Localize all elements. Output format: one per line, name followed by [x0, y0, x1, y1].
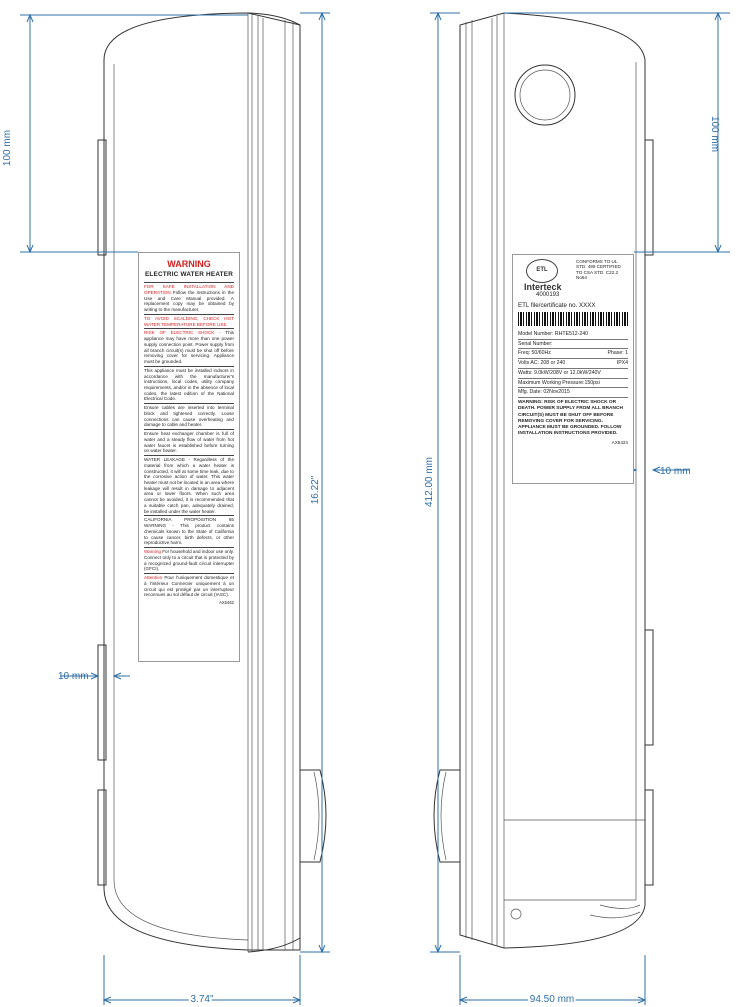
warning-paragraph: Ensure heat exchanger chamber is full of… — [144, 429, 234, 454]
rating-header: ETL Interteck 4000193 CONFORMS TO UL STD… — [518, 259, 628, 300]
barcode — [518, 311, 628, 326]
warning-label: WARNING ELECTRIC WATER HEATER FOR SAFE I… — [138, 252, 240, 662]
conforms-text: CONFORMS TO UL STD. 499 CERTIFIED TO CSA… — [576, 259, 621, 280]
warning-paragraph: FOR SAFE INSTALLATION AND OPERATION Foll… — [144, 282, 234, 313]
left-overall-height-label: 16.22" — [310, 475, 321, 504]
warning-paragraph: Ensure cables are inserted into terminal… — [144, 403, 234, 428]
etl-cert-mark-icon: ETL — [526, 259, 558, 283]
serial-text: Serial Number: — [518, 340, 553, 347]
rating-label: ETL Interteck 4000193 CONFORMS TO UL STD… — [512, 254, 634, 484]
watts-text: Watts: 9.0kW/208V or 12.0kW/240V — [518, 369, 601, 376]
ipx-text: IPX4 — [616, 360, 628, 367]
warning-paragraph: RISK OF ELECTRIC SHOCK - This appliance … — [144, 328, 234, 364]
right-width-label: 94.50 mm — [530, 994, 574, 1005]
serial-row: Serial Number: — [518, 340, 628, 350]
brand-name: Interteck — [524, 282, 562, 292]
warning-text: This appliance may have more than one po… — [144, 330, 234, 365]
warning-paragraph: CALIFORNIA PROPOSITION 65 WARNING - This… — [144, 515, 234, 546]
warning-paragraph: TO AVOID SCALDING, CHECK HOT WATER TEMPE… — [144, 313, 234, 327]
volts-text: Volts AC: 208 or 240 — [518, 360, 566, 367]
brand-number: 4000193 — [536, 292, 560, 298]
phase-text: Phase: 1 — [607, 350, 628, 357]
freq-row: Freq: 50/60Hz Phase: 1 — [518, 349, 628, 360]
right-top-height-label: 100 mm — [709, 116, 720, 152]
warning-text: Follow the instructions in the Use and C… — [144, 289, 234, 313]
warning-paragraph: WATER LEAKAGE - Regardless of the materi… — [144, 455, 234, 514]
watts-row: Watts: 9.0kW/208V or 12.0kW/240V — [518, 369, 628, 379]
warning-subtitle: ELECTRIC WATER HEATER — [144, 271, 234, 279]
rating-warning-text: WARNING: RISK OF ELECTRIC SHOCK OR DEATH… — [518, 400, 623, 437]
etl-file-text: ETL file/certificate no. XXXX — [518, 301, 596, 309]
pressure-text: Maximum Working Pressure:150psi — [518, 379, 600, 386]
mfg-row: Mfg. Date: 02Nov2015 — [518, 388, 628, 399]
freq-text: Freq: 50/60Hz — [518, 350, 551, 357]
left-width-label: 3.74" — [190, 994, 213, 1005]
warning-text: For household and indoor use only. Conne… — [144, 549, 234, 572]
warning-paragraph: Attention Pour l'uniquement domestique e… — [144, 573, 234, 598]
model-row: Model Number: RHTE512-240 — [518, 330, 628, 340]
warning-red-text: FOR SAFE INSTALLATION AND OPERATION — [144, 284, 234, 295]
right-overall-height-label: 412.00 mm — [424, 457, 435, 507]
mfg-text: Mfg. Date: 02Nov2015 — [518, 389, 570, 396]
warning-text: Pour l'uniquement domestique et à l'inté… — [144, 575, 234, 598]
warning-red-text: Attention — [144, 575, 163, 581]
right-unit-outline — [433, 12, 654, 949]
warning-red-text: RISK OF ELECTRIC SHOCK - — [144, 330, 221, 336]
pressure-row: Maximum Working Pressure:150psi — [518, 379, 628, 389]
left-side-offset-label: 10 mm — [58, 671, 89, 682]
warning-paragraph: Warning For household and indoor use onl… — [144, 547, 234, 572]
warning-paragraph: This appliance must be installed indoors… — [144, 365, 234, 402]
volts-row: Volts AC: 208 or 240 IPX4 — [518, 359, 628, 369]
warning-title: WARNING — [167, 259, 211, 269]
left-top-height-label: 100 mm — [2, 130, 13, 166]
left-dimensions: 100 mm 16.22" 10 mm 3.74" — [2, 11, 330, 1007]
warning-label-code: AX5462 — [219, 599, 234, 605]
model-text: Model Number: RHTE512-240 — [518, 330, 589, 337]
rating-label-code: AX5424 — [611, 439, 628, 445]
left-unit-outline — [97, 12, 327, 953]
right-side-offset-label: 10 mm — [660, 466, 691, 477]
warning-red-text: Warning — [144, 549, 161, 555]
right-dimensions: 100 mm 412.00 mm 10 mm 94.50 mm — [424, 11, 730, 1007]
